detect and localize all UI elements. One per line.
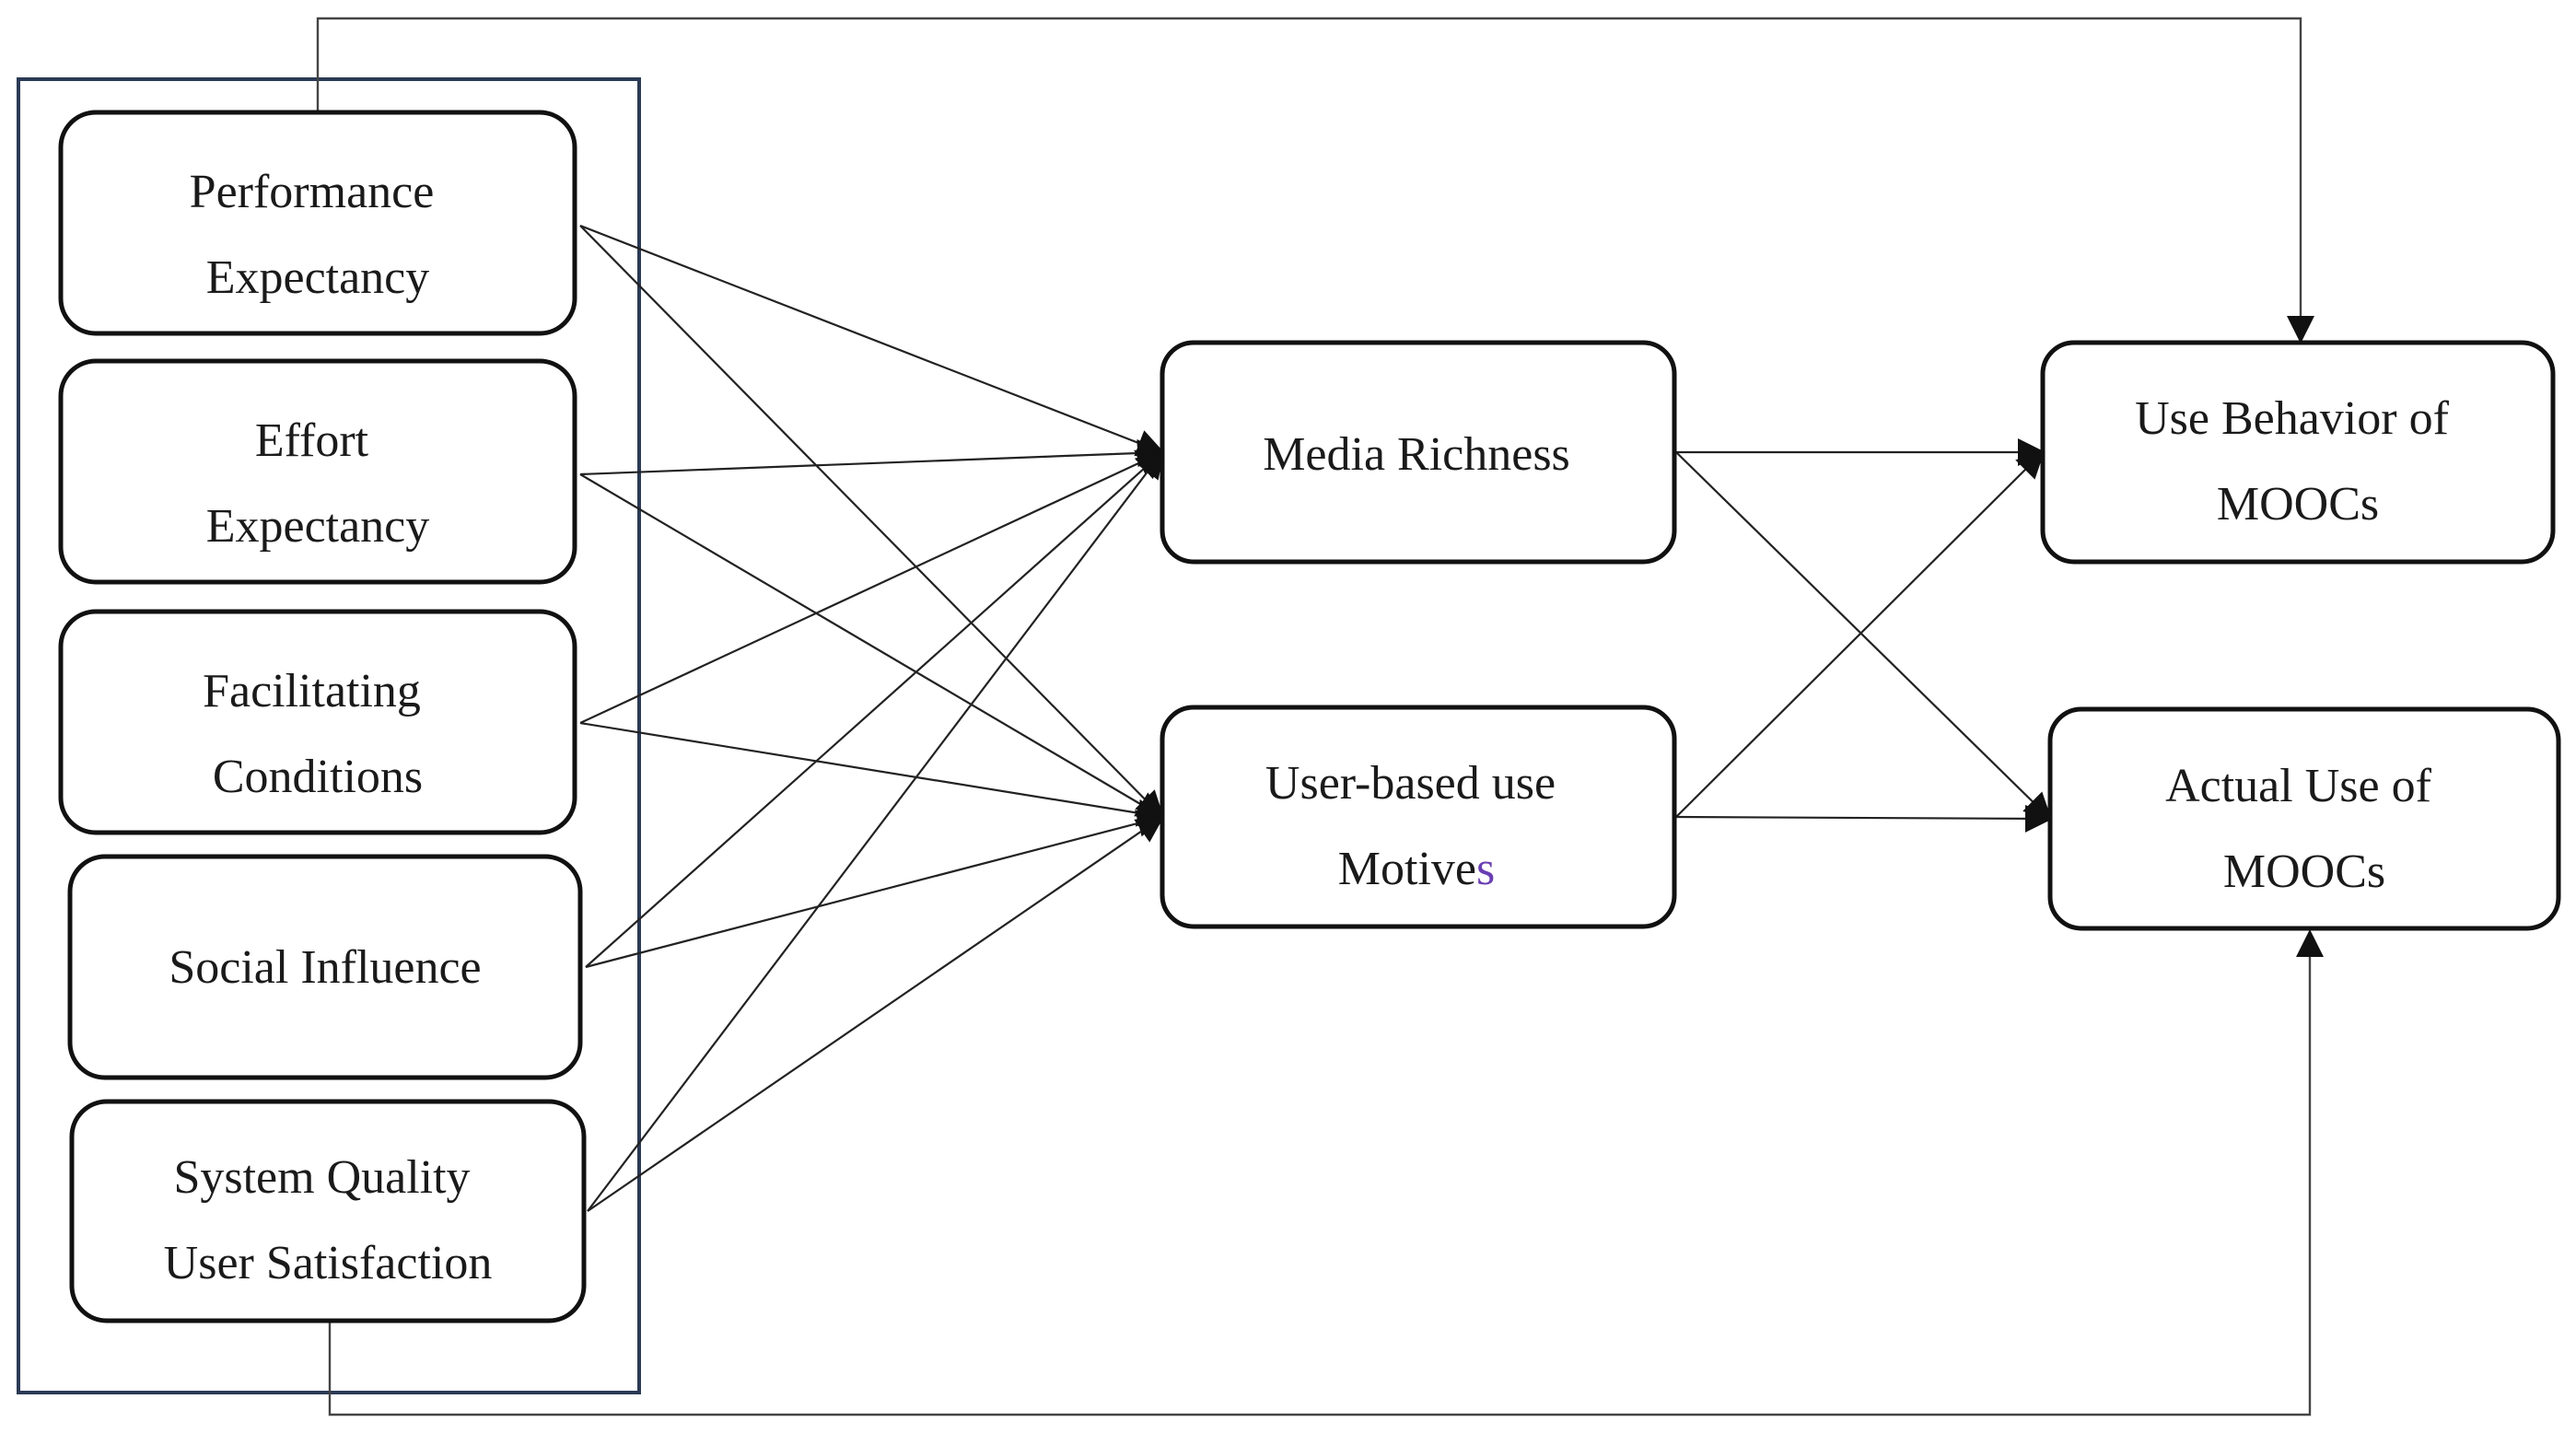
node-label-line: Social Influence <box>169 941 481 994</box>
arrow-system-quality-to-actual-use <box>328 929 2324 1417</box>
node-performance-expectancy: Performance Expectancy <box>58 110 577 336</box>
node-label-line: Effort <box>255 414 369 467</box>
node-user-based-motives: User-based use Motives <box>1160 705 1677 929</box>
node-label-line: Actual Use of <box>2165 760 2431 812</box>
svg-text:User-based use Motives: User-based use Motives <box>1265 757 1568 895</box>
arrow-effort-expectancy-to-user-based-motives <box>579 473 1165 819</box>
svg-text:Facilitating Conditions: Facilitating Conditions <box>203 665 433 803</box>
node-label-line: Media Richness <box>1263 428 1570 481</box>
node-label-line: Expectancy <box>206 251 430 304</box>
node-label-line: Motives <box>1338 843 1495 895</box>
node-social-influence: Social Influence <box>67 854 583 1080</box>
node-label-line: MOOCs <box>2223 845 2385 898</box>
svg-text:Use Behavior of MOOCs: Use Behavior of MOOCs <box>2135 392 2461 530</box>
node-media-richness: Media Richness <box>1160 340 1677 565</box>
arrow-system-quality-to-media-richness <box>587 449 1164 1212</box>
node-label-accent-letter: s <box>1476 843 1495 895</box>
arrow-facilitating-conditions-to-user-based-motives <box>579 721 1165 827</box>
arrow-performance-expectancy-to-use-behavior <box>316 17 2314 344</box>
arrow-performance-expectancy-to-media-richness <box>579 224 1165 457</box>
node-facilitating-conditions: Facilitating Conditions <box>58 609 577 835</box>
node-label-line: Performance <box>190 166 435 218</box>
svg-text:Actual Use of MOOCs: Actual Use of MOOCs <box>2165 760 2443 898</box>
node-system-quality: System Quality User Satisfaction <box>69 1099 587 1323</box>
node-label-line: Conditions <box>213 751 423 803</box>
node-label-line: Facilitating <box>203 665 421 717</box>
edges-layer <box>316 17 2324 1417</box>
arrow-facilitating-conditions-to-media-richness <box>579 449 1165 724</box>
svg-text:Performance Expectancy: Performance Expectancy <box>190 166 447 304</box>
svg-text:System Quality User Sati: System Quality User Satisfaction <box>164 1151 493 1289</box>
arrow-social-influence-to-media-richness <box>585 450 1165 968</box>
node-label-line: Use Behavior of <box>2135 392 2449 445</box>
arrow-media-richness-to-actual-use <box>1675 451 2053 822</box>
arrow-user-based-motives-to-actual-use <box>1675 804 2053 833</box>
node-actual-use: Actual Use of MOOCs <box>2047 706 2561 931</box>
svg-text:Effort Expectancy: Effort Expectancy <box>206 414 430 553</box>
arrow-performance-expectancy-to-user-based-motives <box>579 225 1165 820</box>
node-label-line: Expectancy <box>206 500 430 553</box>
node-effort-expectancy: Effort Expectancy <box>58 358 577 585</box>
node-label-line: System Quality <box>173 1151 470 1204</box>
arrow-system-quality-to-user-based-motives <box>587 815 1165 1212</box>
node-label-line: User-based use <box>1265 757 1556 810</box>
node-label-line: MOOCs <box>2217 478 2379 530</box>
node-label-line: User Satisfaction <box>164 1237 493 1289</box>
arrow-social-influence-to-user-based-motives <box>585 810 1165 969</box>
node-label-main: Motive <box>1338 843 1476 895</box>
arrow-effort-expectancy-to-media-richness <box>579 439 1165 476</box>
node-use-behavior: Use Behavior of MOOCs <box>2040 340 2556 565</box>
svg-text:Social Influence: Social Influence <box>169 941 481 994</box>
svg-text:Media Richness: Media Richness <box>1263 428 1570 481</box>
arrow-user-based-motives-to-use-behavior <box>1675 449 2046 818</box>
